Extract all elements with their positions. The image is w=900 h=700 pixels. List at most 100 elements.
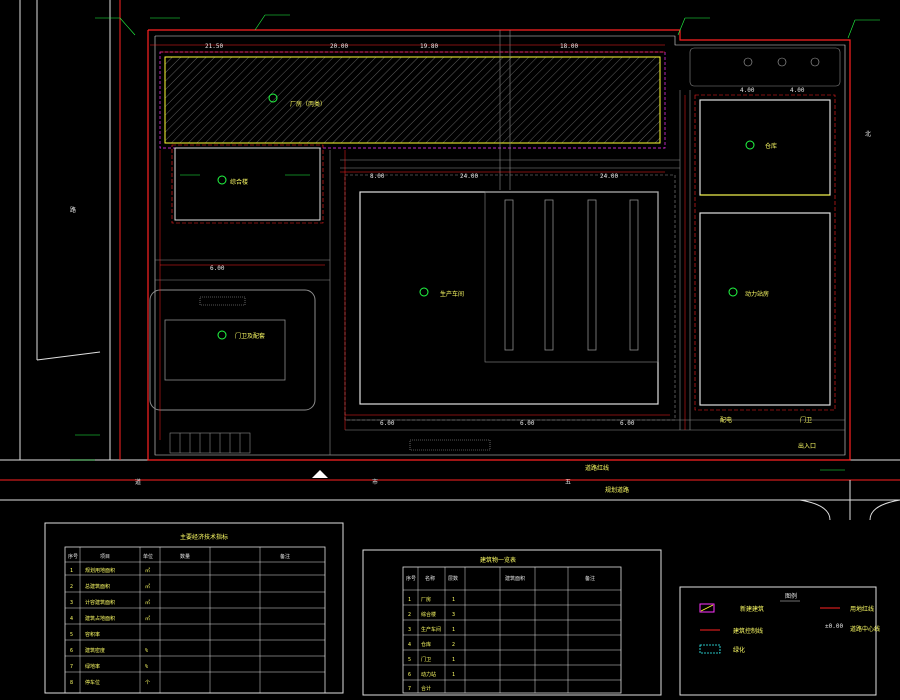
svg-text:4: 4: [70, 616, 73, 622]
svg-text:3: 3: [408, 627, 411, 633]
svg-text:㎡: ㎡: [145, 583, 150, 590]
svg-text:备注: 备注: [280, 553, 290, 560]
building-b-label: 综合楼: [230, 178, 248, 186]
svg-text:停车位: 停车位: [85, 679, 100, 686]
svg-text:4.00: 4.00: [740, 87, 755, 94]
svg-text:市: 市: [372, 478, 378, 486]
svg-text:6.00: 6.00: [210, 265, 225, 272]
svg-text:18.00: 18.00: [560, 43, 578, 50]
legend-title: 图例: [785, 592, 797, 600]
dimension-lines: [150, 44, 686, 440]
svg-text:名称: 名称: [425, 575, 435, 582]
svg-text:建筑占地面积: 建筑占地面积: [85, 615, 115, 622]
svg-text:数量: 数量: [180, 553, 190, 560]
svg-text:个: 个: [145, 680, 150, 686]
table-2-title: 建筑物一览表: [480, 556, 516, 564]
building-a: 厂房（丙类）: [159, 51, 666, 149]
svg-text:出入口: 出入口: [798, 442, 816, 450]
svg-text:19.80: 19.80: [420, 43, 438, 50]
svg-text:8.00: 8.00: [370, 173, 385, 180]
svg-text:道路中心线: 道路中心线: [850, 625, 880, 633]
building-f-label: 动力站房: [745, 290, 769, 298]
building-e-label: 仓库: [765, 142, 777, 150]
svg-text:新建建筑: 新建建筑: [740, 605, 764, 613]
svg-text:建筑面积: 建筑面积: [505, 575, 525, 582]
building-d-label: 门卫及配套: [235, 332, 265, 340]
svg-text:用地红线: 用地红线: [850, 605, 874, 613]
svg-text:4: 4: [408, 642, 411, 648]
building-c-label: 生产车间: [440, 290, 464, 298]
svg-text:7: 7: [70, 664, 73, 670]
parking-bays: [169, 432, 491, 454]
svg-text:6: 6: [70, 648, 73, 654]
svg-text:容积率: 容积率: [85, 631, 100, 638]
svg-text:6.00: 6.00: [380, 420, 395, 427]
internal-roads: [154, 30, 845, 455]
svg-text:建筑控制线: 建筑控制线: [733, 627, 763, 635]
svg-text:1: 1: [452, 657, 455, 663]
svg-text:门卫: 门卫: [421, 656, 431, 663]
svg-text:1: 1: [70, 568, 73, 574]
svg-text:8: 8: [70, 680, 73, 686]
legend: 图例 新建建筑 用地红线 建筑控制线 ±0.00 道路中心线 绿化: [679, 586, 880, 696]
svg-text:㎡: ㎡: [145, 615, 150, 622]
building-d: 门卫及配套: [149, 289, 316, 411]
entrance-marker: [312, 470, 328, 478]
street-names: 道 市 五 路 北: [70, 130, 871, 486]
svg-text:序号: 序号: [406, 575, 416, 582]
svg-text:㎡: ㎡: [145, 567, 150, 574]
svg-text:±0.00: ±0.00: [825, 623, 843, 630]
building-f: 动力站房: [694, 94, 836, 411]
svg-text:5: 5: [70, 632, 73, 638]
svg-text:五: 五: [565, 479, 571, 486]
svg-text:规划用地面积: 规划用地面积: [85, 567, 115, 574]
svg-text:6: 6: [408, 672, 411, 678]
green-callouts: [70, 14, 880, 471]
svg-text:门卫: 门卫: [800, 416, 812, 424]
svg-text:3: 3: [70, 600, 73, 606]
svg-text:2: 2: [70, 584, 73, 590]
svg-text:24.00: 24.00: [460, 173, 478, 180]
svg-text:序号: 序号: [68, 553, 78, 560]
svg-text:动力站: 动力站: [421, 671, 436, 678]
svg-text:7: 7: [408, 686, 411, 692]
building-e: 仓库: [699, 99, 831, 214]
svg-text:单位: 单位: [143, 553, 153, 560]
svg-text:规划道路: 规划道路: [605, 486, 629, 494]
svg-text:1: 1: [452, 627, 455, 633]
svg-text:%: %: [145, 664, 148, 670]
svg-text:道路红线: 道路红线: [585, 464, 609, 472]
svg-text:建筑密度: 建筑密度: [85, 647, 105, 654]
svg-text:总建筑面积: 总建筑面积: [85, 583, 110, 590]
svg-text:层数: 层数: [448, 575, 458, 582]
svg-text:6.00: 6.00: [620, 420, 635, 427]
svg-text:2: 2: [408, 612, 411, 618]
building-a-label: 厂房（丙类）: [290, 100, 326, 108]
svg-text:1: 1: [452, 672, 455, 678]
svg-text:绿化: 绿化: [733, 646, 745, 654]
svg-text:综合楼: 综合楼: [421, 611, 436, 618]
svg-text:21.50: 21.50: [205, 43, 223, 50]
svg-text:北: 北: [865, 130, 871, 138]
svg-text:24.00: 24.00: [600, 173, 618, 180]
svg-text:20.00: 20.00: [330, 43, 348, 50]
building-b: 综合楼: [171, 144, 324, 224]
table-1-title: 主要经济技术指标: [180, 533, 228, 541]
svg-text:生产车间: 生产车间: [421, 626, 441, 633]
svg-text:项目: 项目: [100, 554, 110, 560]
dimension-text: 21.50 20.00 19.80 18.00 8.00 24.00 24.00…: [205, 43, 816, 494]
svg-text:㎡: ㎡: [145, 599, 150, 606]
parking-top-right: [689, 47, 841, 87]
svg-text:配电: 配电: [720, 416, 732, 424]
svg-text:仓库: 仓库: [421, 641, 431, 648]
svg-text:合计: 合计: [421, 685, 431, 692]
building-c: 生产车间: [344, 174, 676, 421]
svg-text:绿地率: 绿地率: [85, 663, 100, 670]
svg-text:路: 路: [70, 206, 76, 214]
svg-text:4.00: 4.00: [790, 87, 805, 94]
svg-text:计容建筑面积: 计容建筑面积: [85, 599, 115, 606]
svg-text:厂房: 厂房: [421, 596, 431, 603]
svg-text:2: 2: [452, 642, 455, 648]
